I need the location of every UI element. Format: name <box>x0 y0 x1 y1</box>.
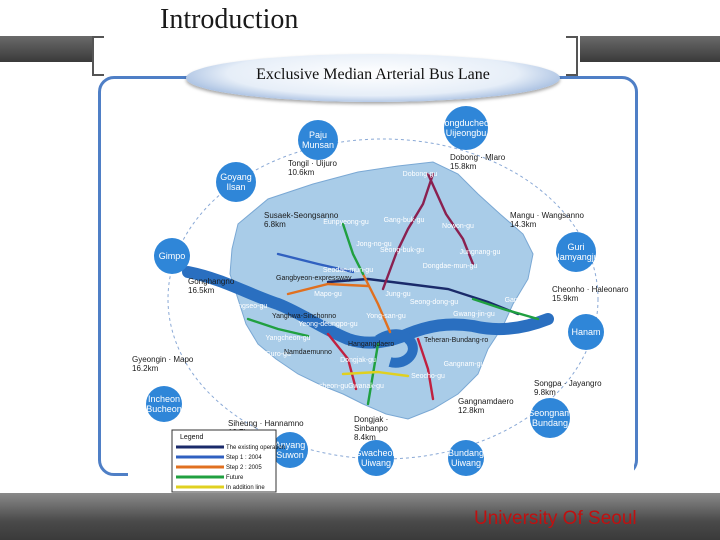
bubble-dongducheon <box>444 106 488 150</box>
district-nowon: Nowon-gu <box>442 223 474 230</box>
legend-box <box>171 429 277 493</box>
footer-university: University Of Seoul <box>474 508 637 529</box>
district-dobong: Dobong-gu <box>403 171 438 178</box>
district-jungnang: Jungnang-gu <box>460 249 501 256</box>
legend-label-3: Future <box>226 475 244 481</box>
line-green-n <box>341 222 365 276</box>
district-seongdong: Seong-dong-gu <box>410 299 458 306</box>
district-gwangjin: Gwang-jin-gu <box>453 311 495 318</box>
legend-label-0: The existing operation <box>226 445 285 451</box>
road-yanghwa: Yanghwa-Sinchonno <box>272 313 336 320</box>
district-jung: Jung-gu <box>385 291 410 298</box>
line-future-w <box>246 317 310 338</box>
district-eunpyeong: Eunpyeong-gu <box>323 219 369 226</box>
district-seongbuk: Seong-buk-gu <box>380 247 424 254</box>
line-step1-ne <box>426 172 475 266</box>
district-geumcheon: Geumcheon-gu <box>300 383 348 390</box>
subtitle-oval <box>186 54 560 102</box>
road-hangang: Hangangdaero <box>348 341 394 348</box>
line-step1-north <box>381 172 435 291</box>
bubble-guri <box>556 232 596 272</box>
legend-label-1: Step 1 : 2004 <box>226 455 262 461</box>
district-dongjak: Dongjak-gu <box>340 357 376 364</box>
legend-title: Legend <box>180 434 203 441</box>
district-guro: Guro-gu <box>265 351 291 358</box>
bubble-gwacheon <box>358 440 394 476</box>
slide-subtitle: Exclusive Median Arterial Bus Lane <box>256 66 490 83</box>
bubble-paju <box>298 120 338 160</box>
bubble-gimpo <box>154 238 190 274</box>
district-seocho: Seocho-gu <box>411 373 445 380</box>
line-future-s <box>366 342 380 406</box>
district-yangcheon: Yangcheon-gu <box>265 335 310 342</box>
district-dongdaemun: Dongdae-mun-gu <box>423 263 478 270</box>
legend-label-2: Step 2 : 2005 <box>226 465 262 471</box>
district-gwanak: Gwanak-gu <box>348 383 384 390</box>
district-yongsan: Yong-san-gu <box>366 313 406 320</box>
road-namdaemun: Namdaemunno <box>284 349 332 356</box>
district-seodaemun: Seodae-mun-gu <box>323 267 373 274</box>
legend-label-4: In addition line <box>226 485 265 491</box>
district-songpa: Songpa-gu <box>499 349 533 356</box>
bubble-bundang <box>448 440 484 476</box>
bubble-label-hanam: Hanam <box>571 327 600 337</box>
han-river <box>182 266 554 349</box>
road-teheran: Teheran-Bundang-ro <box>424 337 488 344</box>
road-gangbyeon: Gangbyeon-expressway <box>276 275 352 282</box>
district-gangseo: Gangseo-gu <box>229 303 268 310</box>
line-red-w <box>326 332 358 391</box>
seoul-land <box>229 161 534 420</box>
district-jongno: Jong-no-gu <box>356 241 392 248</box>
line-step2 <box>286 282 370 296</box>
line-red-s <box>416 337 435 401</box>
bubble-incheon <box>146 386 182 422</box>
slide-title: Introduction <box>160 4 299 35</box>
district-yeongdeungpo: Yeong-deungpo-gu <box>298 321 357 328</box>
line-yellow <box>341 370 410 378</box>
district-gangdong: Gangdong-gu <box>505 297 548 304</box>
bubble-seongnam <box>530 398 570 438</box>
footer-bar <box>0 493 720 540</box>
line-blue <box>276 252 355 274</box>
title-bracket-left <box>92 36 104 76</box>
district-gangnam: Gangnam-gu <box>444 361 485 368</box>
bubble-hanam <box>568 314 604 350</box>
header-bar-left <box>0 36 92 62</box>
han-river-loop <box>375 329 418 368</box>
title-bracket-right <box>566 36 578 76</box>
bubble-anyang <box>272 432 308 468</box>
bubble-label-gimpo: Gimpo <box>159 251 186 261</box>
line-step2-b <box>361 272 392 334</box>
line-existing <box>326 277 520 316</box>
district-gangbuk: Gang-buk-gu <box>384 217 425 224</box>
header-bar-right <box>580 36 720 62</box>
district-mapo: Mapo-gu <box>314 291 342 298</box>
line-future-e <box>471 297 540 321</box>
bubble-goyang <box>216 162 256 202</box>
